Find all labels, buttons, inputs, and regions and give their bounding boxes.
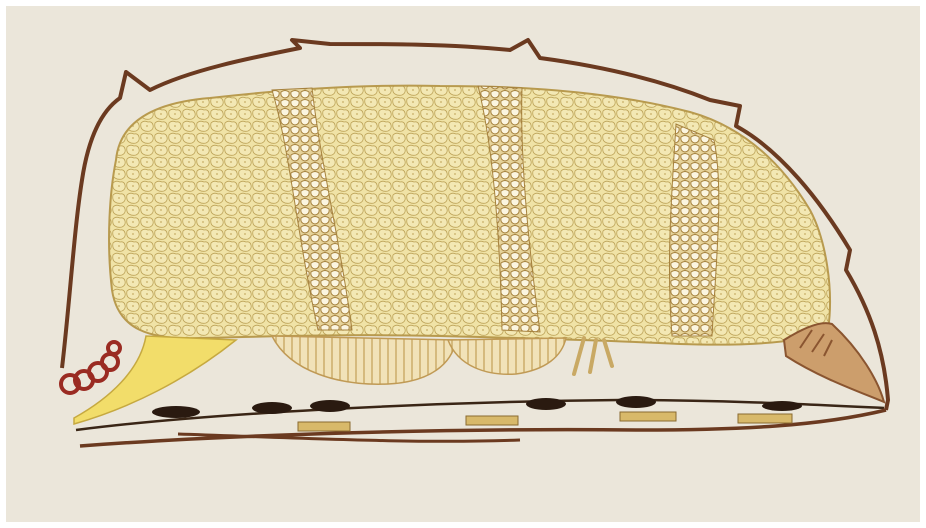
segment-band-3 [669,124,718,336]
fat-body-mass [109,86,830,345]
